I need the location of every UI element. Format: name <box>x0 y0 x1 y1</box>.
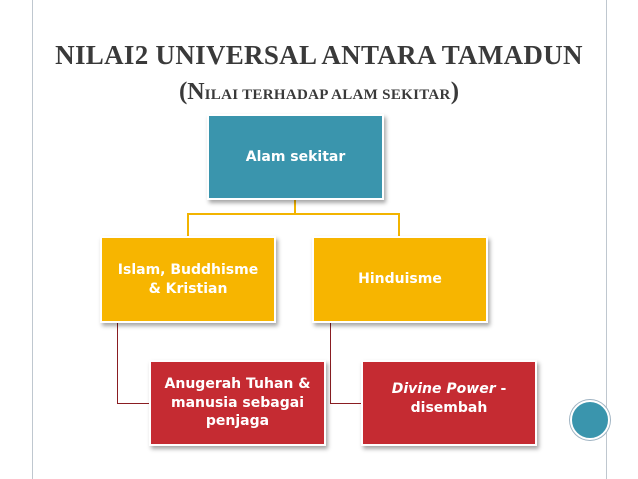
node-divine-power: Divine Power - disembah <box>361 360 537 446</box>
decorative-circle <box>570 400 610 440</box>
divine-power-italic: Divine Power <box>391 381 496 397</box>
node-root-alam-sekitar: Alam sekitar <box>207 114 384 200</box>
connector-right-child-horizontal <box>330 403 362 404</box>
slide-title: NILAI2 UNIVERSAL ANTARA TAMADUN <box>55 40 583 70</box>
node-hinduisme: Hinduisme <box>312 236 488 323</box>
connector-root-stem <box>294 200 296 214</box>
divine-power-rest: - disembah <box>410 381 507 416</box>
connector-right-child-vertical <box>330 323 331 403</box>
node-islam-buddhisme-kristian: Islam, Buddhisme & Kristian <box>100 236 276 323</box>
node-anugerah-tuhan: Anugerah Tuhan & manusia sebagai penjaga <box>149 360 326 446</box>
slide-border-left <box>32 0 33 479</box>
slide-border-right <box>606 0 607 479</box>
subtitle-close-paren: ) <box>450 78 460 105</box>
slide-subtitle: (NILAI TERHADAP ALAM SEKITAR) <box>0 78 638 106</box>
subtitle-rest: ILAI TERHADAP ALAM SEKITAR <box>204 87 451 103</box>
subtitle-first-letter: N <box>187 79 205 105</box>
connector-level1-bar <box>187 213 400 215</box>
connector-left-child-vertical <box>117 323 118 403</box>
connector-branch-left <box>187 213 189 237</box>
connector-left-child-horizontal <box>117 403 150 404</box>
connector-branch-right <box>398 213 400 237</box>
subtitle-open-paren: ( <box>178 78 188 105</box>
